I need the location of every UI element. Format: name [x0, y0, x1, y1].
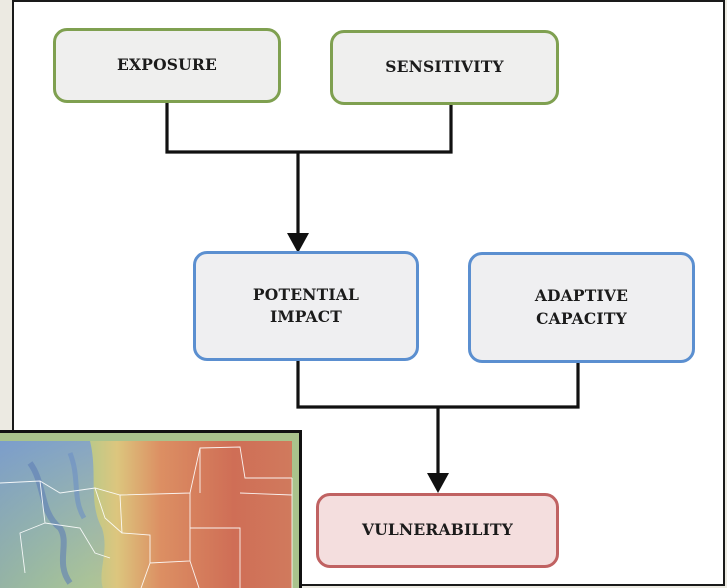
adaptive-capacity-box: ADAPTIVE CAPACITY	[468, 252, 695, 363]
sensitivity-box: SENSITIVITY	[330, 30, 559, 105]
sensitivity-label: SENSITIVITY	[385, 57, 504, 77]
arrowhead-vulnerability	[427, 473, 449, 493]
vulnerability-box: VULNERABILITY	[316, 493, 559, 568]
arrowhead-potential-impact	[287, 233, 309, 253]
potential-impact-label-line1: POTENTIAL	[252, 284, 360, 304]
vulnerability-label: VULNERABILITY	[361, 520, 514, 540]
adaptive-capacity-label-line2: CAPACITY	[536, 308, 627, 328]
connector-impact-capacity	[296, 360, 580, 409]
map-thumbnail-icon	[0, 433, 299, 588]
connector-exposure-sensitivity	[165, 103, 453, 154]
potential-impact-label-line2: IMPACT	[269, 307, 343, 326]
potential-impact-box: POTENTIAL IMPACT	[193, 251, 419, 361]
exposure-label: EXPOSURE	[116, 55, 217, 75]
adaptive-capacity-label-line1: ADAPTIVE	[534, 286, 629, 306]
exposure-box: EXPOSURE	[53, 28, 281, 103]
colorado-elevation-map-inset	[0, 430, 302, 588]
